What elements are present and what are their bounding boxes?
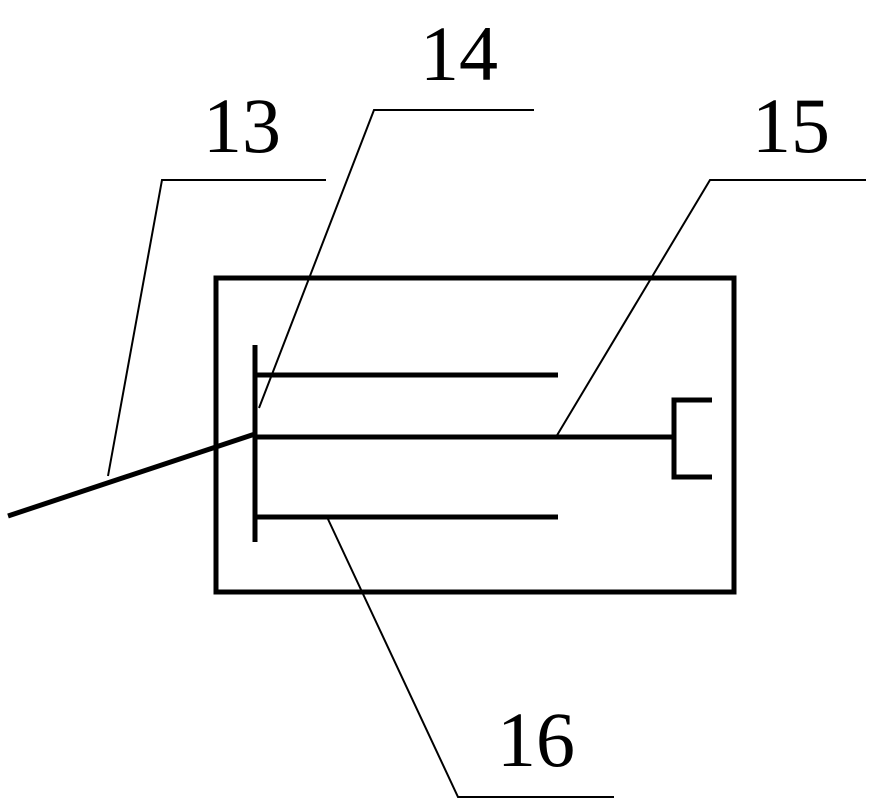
leader-14 [259,110,534,408]
label-16: 16 [497,696,575,783]
label-15: 15 [752,82,830,169]
label-14: 14 [420,10,498,97]
bracket-end [674,400,712,477]
label-13: 13 [203,82,281,169]
